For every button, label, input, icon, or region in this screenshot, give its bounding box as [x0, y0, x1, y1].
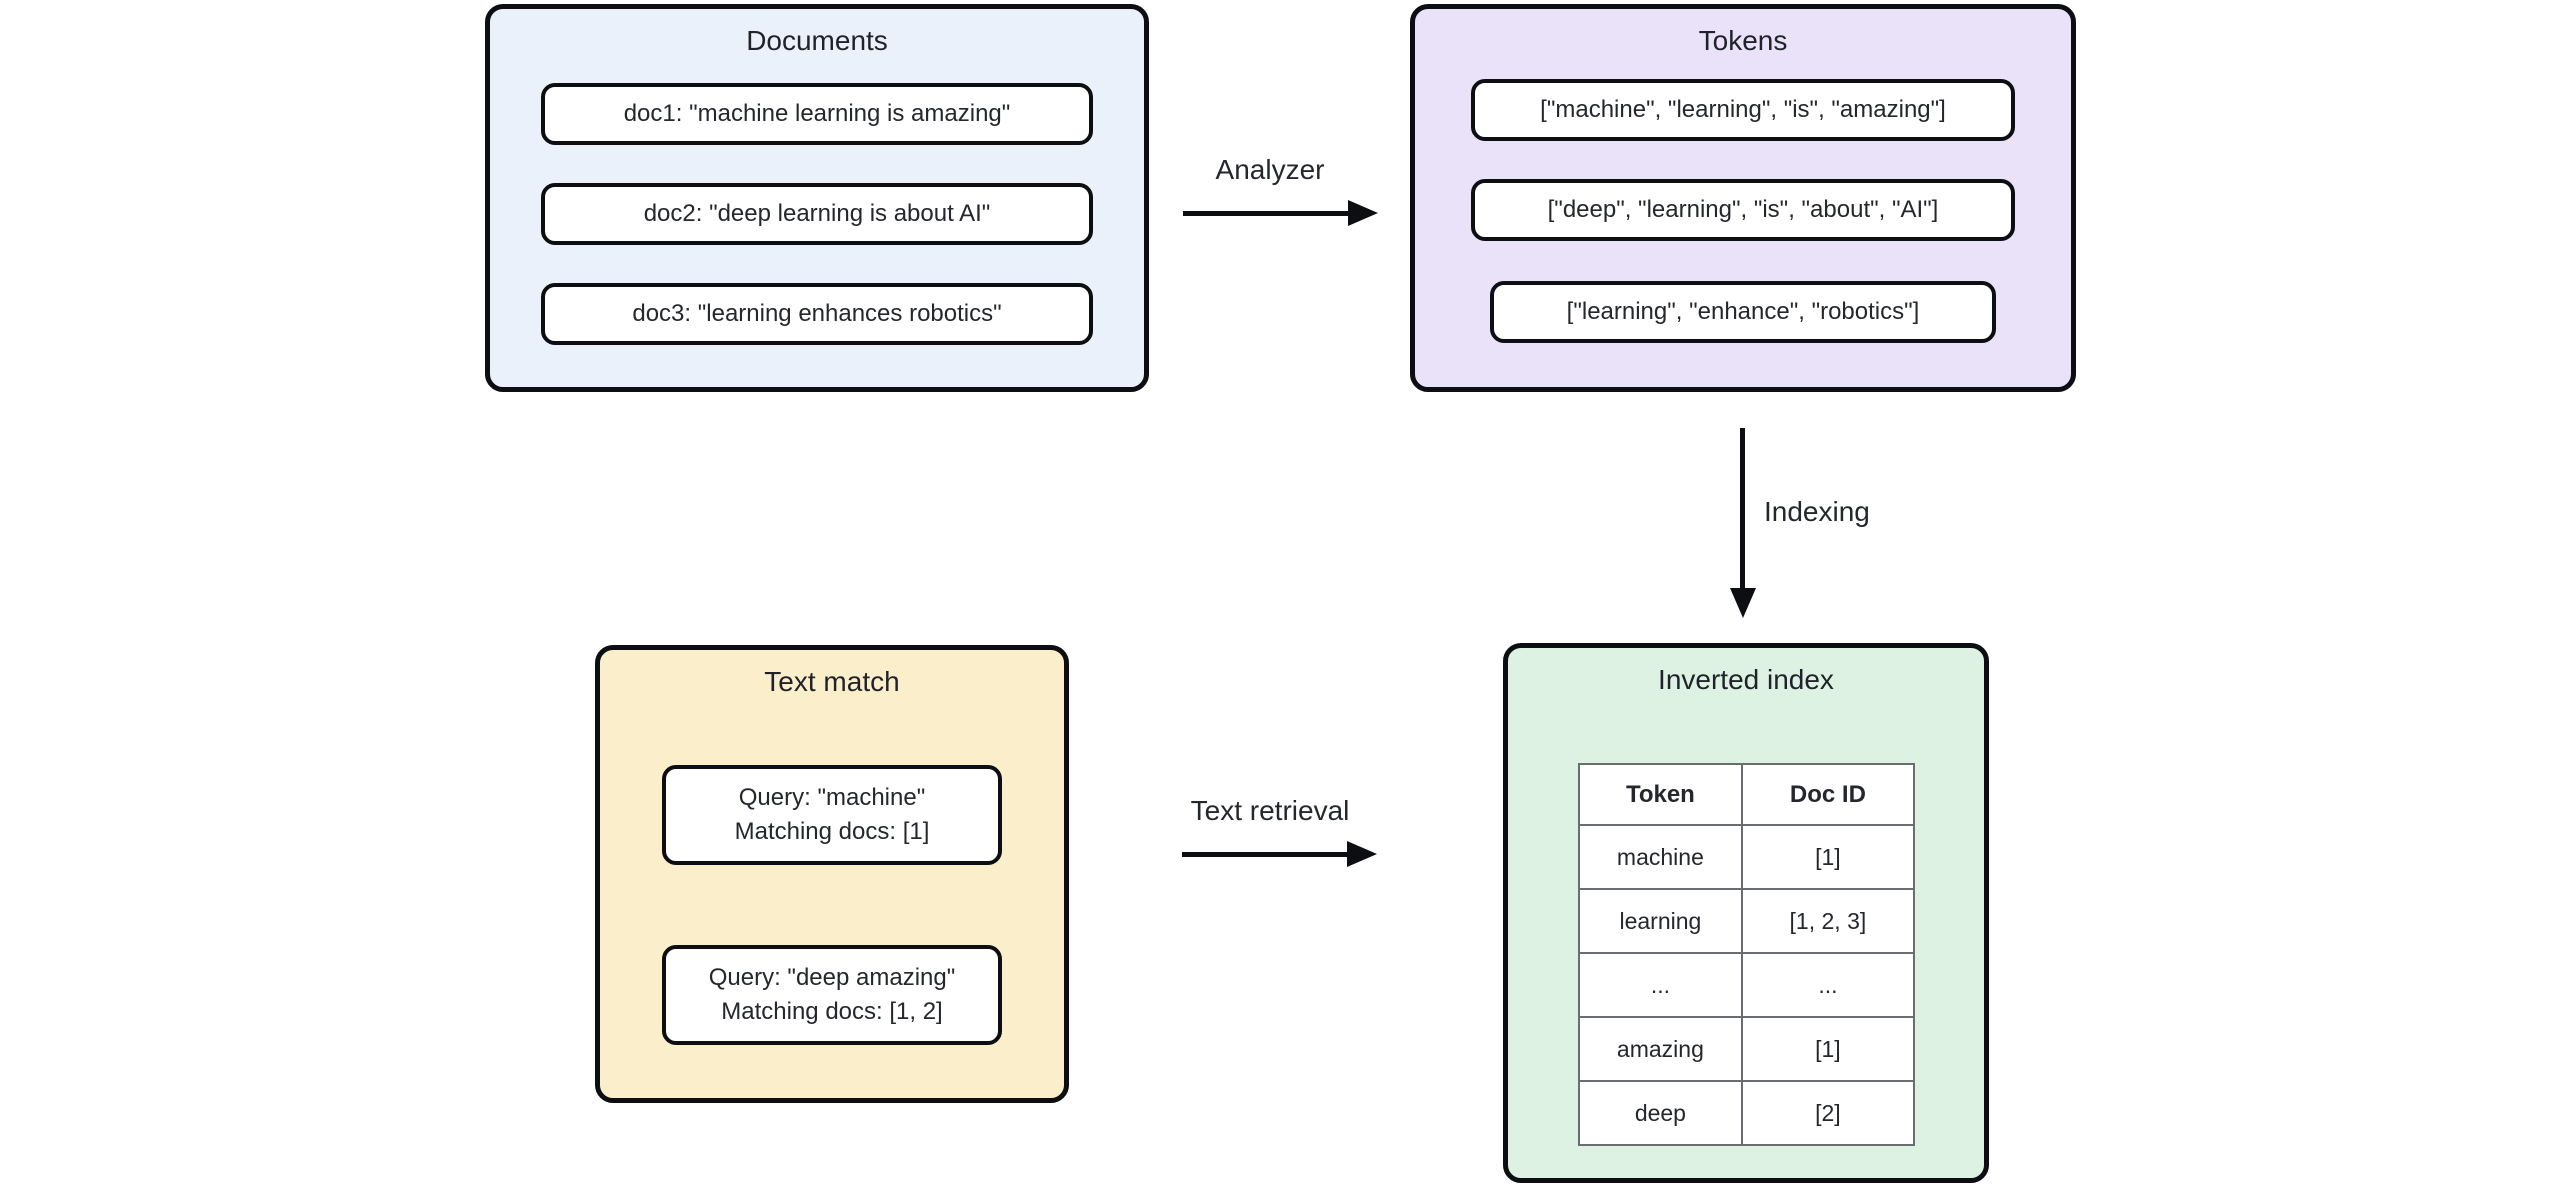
text-retrieval-edge-label: Text retrieval: [1190, 795, 1350, 826]
indexing-edge-label: Indexing: [1764, 496, 1870, 527]
query2-box: Query: "deep amazing" Matching docs: [1,…: [662, 945, 1002, 1045]
table-cell-docid: ...: [1740, 952, 1916, 1018]
indexing-arrow-line: [1740, 428, 1745, 590]
inverted-index-table: Token Doc ID machine [1] learning [1, 2,…: [1578, 763, 1916, 1146]
doc3-box: doc3: "learning enhances robotics": [541, 283, 1093, 345]
table-cell-docid: [1]: [1740, 1016, 1916, 1082]
table-row: amazing [1]: [1578, 1016, 1916, 1082]
table-cell-docid: [1, 2, 3]: [1740, 888, 1916, 954]
table-row: ... ...: [1578, 952, 1916, 1018]
table-cell-docid: [1]: [1740, 824, 1916, 890]
table-header-row: Token Doc ID: [1578, 763, 1916, 826]
table-header-token: Token: [1578, 763, 1743, 826]
text-match-node: Text match Query: "machine" Matching doc…: [595, 645, 1069, 1103]
inverted-index-title: Inverted index: [1658, 664, 1834, 695]
doc1-box: doc1: "machine learning is amazing": [541, 83, 1093, 145]
table-cell-token: learning: [1578, 888, 1743, 954]
text-retrieval-arrow-line: [1182, 852, 1349, 857]
table-cell-token: machine: [1578, 824, 1743, 890]
doc2-box: doc2: "deep learning is about AI": [541, 183, 1093, 245]
indexing-arrow-head-icon: [1730, 588, 1756, 618]
tokens-title: Tokens: [1698, 25, 1788, 56]
analyzer-arrow-head-icon: [1348, 200, 1378, 226]
tokens2-box: ["deep", "learning", "is", "about", "AI"…: [1471, 179, 2015, 241]
table-header-docid: Doc ID: [1740, 763, 1916, 826]
tokens3-text: ["learning", "enhance", "robotics"]: [1566, 298, 1920, 325]
query1-box: Query: "machine" Matching docs: [1]: [662, 765, 1002, 865]
tokens1-box: ["machine", "learning", "is", "amazing"]: [1471, 79, 2015, 141]
tokens-node: Tokens ["machine", "learning", "is", "am…: [1410, 4, 2076, 392]
tokens2-text: ["deep", "learning", "is", "about", "AI"…: [1547, 196, 1939, 223]
table-cell-token: amazing: [1578, 1016, 1743, 1082]
doc2-text: doc2: "deep learning is about AI": [643, 200, 991, 227]
table-row: learning [1, 2, 3]: [1578, 888, 1916, 954]
query1-result: Matching docs: [1]: [734, 818, 930, 845]
text-retrieval-arrow-head-icon: [1347, 841, 1377, 867]
query1-text: Query: "machine": [738, 784, 926, 811]
tokens3-box: ["learning", "enhance", "robotics"]: [1490, 281, 1996, 343]
tokens1-text: ["machine", "learning", "is", "amazing"]: [1540, 96, 1946, 123]
table-cell-docid: [2]: [1740, 1080, 1916, 1146]
table-cell-token: ...: [1578, 952, 1743, 1018]
inverted-index-node: Inverted index Token Doc ID machine [1] …: [1503, 643, 1989, 1183]
table-cell-token: deep: [1578, 1080, 1743, 1146]
analyzer-edge-label: Analyzer: [1215, 154, 1325, 185]
query2-result: Matching docs: [1, 2]: [721, 998, 943, 1025]
text-match-title: Text match: [764, 666, 900, 697]
doc1-text: doc1: "machine learning is amazing": [623, 100, 1011, 127]
doc3-text: doc3: "learning enhances robotics": [632, 300, 1002, 327]
query2-text: Query: "deep amazing": [708, 964, 956, 991]
analyzer-arrow-line: [1183, 211, 1350, 216]
documents-node: Documents doc1: "machine learning is ama…: [485, 4, 1149, 392]
documents-title: Documents: [746, 25, 888, 56]
table-row: machine [1]: [1578, 824, 1916, 890]
table-row: deep [2]: [1578, 1080, 1916, 1146]
